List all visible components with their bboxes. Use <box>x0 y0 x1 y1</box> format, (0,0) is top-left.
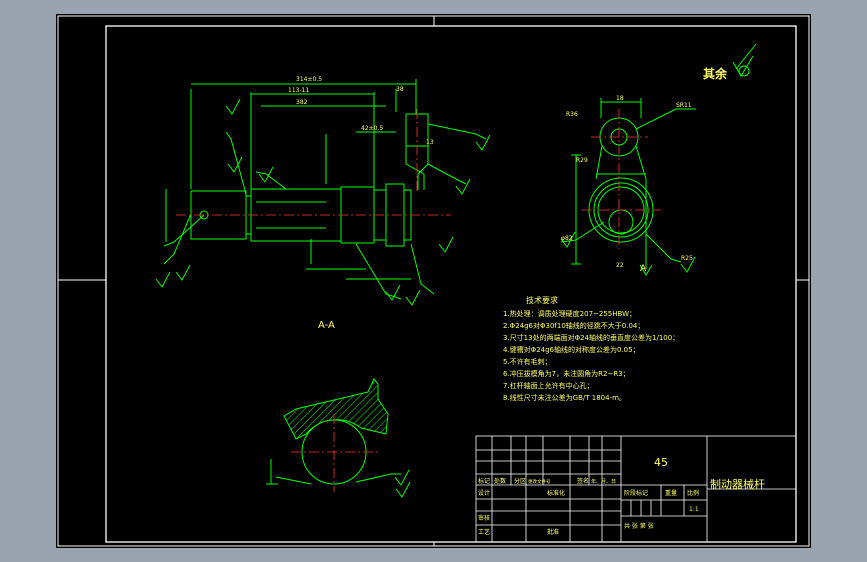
tech-req-item-2: 2.Φ24g6对Φ30f10轴线的径跳不大于0.04； <box>503 321 644 330</box>
dim-13: 13 <box>426 139 434 146</box>
cad-drawing: 314±0.5 113-11 382 38 42±0.5 13 <box>57 15 810 547</box>
dim-22: 22 <box>616 262 624 269</box>
view-label-a: A <box>640 264 647 274</box>
tb-approve: 批准 <box>547 528 559 536</box>
tb-label-zone: 分区 <box>514 477 526 485</box>
tb-label-mark: 标记 <box>478 477 490 485</box>
tb-label-sign: 签名 <box>577 477 589 485</box>
lever-dim-text: 18 R36 R29 φ82 SR11 R25 22 <box>561 95 693 269</box>
drawing-sheet: 314±0.5 113-11 382 38 42±0.5 13 <box>56 14 811 548</box>
tech-req-item-6: 6.冲压拔模角为7，未注圆角为R2~R3； <box>503 369 630 378</box>
title-block-text: 标记 处数 分区 更改文件号 签名 年、月、日 设计 标准化 审核 工艺 批准 … <box>478 456 765 536</box>
tech-req-item-5: 5.不许有毛刺； <box>503 357 552 366</box>
inner-frame <box>105 25 797 543</box>
tech-req-title: 技术要求 <box>526 295 558 305</box>
tech-req-item-7: 7.杠杆轴面上允许有中心孔； <box>503 381 594 390</box>
tb-review: 审核 <box>478 514 490 522</box>
dim-r25: R25 <box>681 255 693 262</box>
tech-req-item-8: 8.线性尺寸未注公差为GB/T 1804-m。 <box>503 393 626 402</box>
dim-overall-length: 314±0.5 <box>296 76 322 83</box>
tb-part-name: 制动器械杆 <box>710 477 765 491</box>
tech-req-item-4: 4.键槽对Φ24g6轴线的对称度公差为0.05； <box>503 345 640 354</box>
tb-label-change-doc: 更改文件号 <box>528 478 551 485</box>
lever-centerlines <box>581 109 661 249</box>
section-centerlines <box>291 414 378 492</box>
section-label: A-A <box>318 320 335 331</box>
surface-note: 其余 <box>703 66 728 81</box>
dim-42: 42±0.5 <box>361 125 383 132</box>
tech-req-item-3: 3.尺寸13处的两端面对Φ24轴线的垂直度公差为1/100； <box>503 333 679 342</box>
shaft-centerlines <box>176 109 451 216</box>
technical-requirements: 技术要求 1.热处理：调质处理硬度207~255HBW； 2.Φ24g6对Φ30… <box>503 295 679 402</box>
tb-standardize: 标准化 <box>547 489 565 497</box>
tb-label-count: 处数 <box>494 477 506 485</box>
shaft-main-view <box>155 79 491 306</box>
dim-phi82: φ82 <box>561 235 573 242</box>
section-a-a-view <box>266 378 411 498</box>
dim-38: 38 <box>396 86 404 93</box>
dim-113: 113-11 <box>288 87 309 94</box>
shaft-dim-text: 314±0.5 113-11 382 38 42±0.5 13 <box>288 76 434 146</box>
outer-frame <box>57 15 810 547</box>
tb-sheets: 共 张 第 张 <box>624 522 654 530</box>
title-block <box>475 435 797 543</box>
dim-r29: R29 <box>576 157 588 164</box>
tb-scale-value: 1:1 <box>689 506 699 513</box>
tb-scale: 比例 <box>687 489 699 497</box>
tb-design: 设计 <box>478 489 490 497</box>
dim-r36: R36 <box>566 111 578 118</box>
tb-label-date: 年、月、日 <box>591 478 616 485</box>
tb-stage-mark: 阶段标记 <box>624 489 648 497</box>
dim-18: 18 <box>616 95 624 102</box>
tb-material: 45 <box>654 456 668 469</box>
tb-weight: 重量 <box>665 489 677 497</box>
tech-req-item-1: 1.热处理：调质处理硬度207~255HBW； <box>503 309 636 318</box>
tb-craft: 工艺 <box>478 528 490 536</box>
dim-382: 382 <box>296 99 308 106</box>
dim-sr11: SR11 <box>676 102 692 109</box>
